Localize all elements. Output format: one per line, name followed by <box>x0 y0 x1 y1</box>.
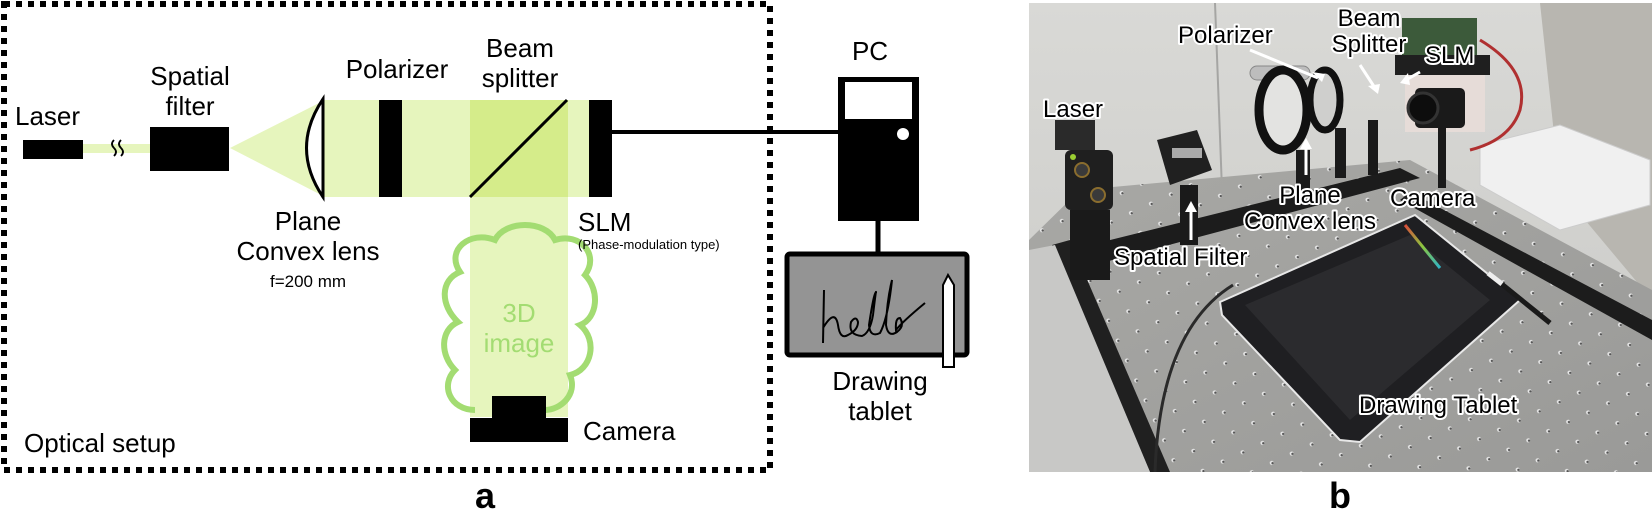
drawing-tablet-photo <box>1218 213 1522 444</box>
spatial-filter-mount <box>1157 130 1212 245</box>
spatial-filter-label-1: Spatial <box>150 61 230 91</box>
optical-rail <box>1090 168 1420 262</box>
optical-setup-frame <box>1 1 773 473</box>
laser-mount <box>1055 120 1113 280</box>
camera-base <box>470 418 568 442</box>
pc-drive-bay <box>845 82 912 119</box>
photo-spatial-filter-label: Spatial Filter <box>1114 244 1247 271</box>
stylus-cap <box>1486 271 1504 286</box>
optical-setup-label: Optical setup <box>24 428 176 458</box>
pc-power-button <box>897 128 909 140</box>
handwriting-hello <box>822 279 926 344</box>
table-edge <box>1052 240 1170 472</box>
ribbon-cables <box>1469 38 1524 152</box>
lens-label-1: Plane <box>275 206 342 236</box>
slm-label: SLM <box>578 207 631 237</box>
photo-polarizer-label: Polarizer <box>1178 22 1273 49</box>
pc-label: PC <box>852 36 888 66</box>
table-left-floor <box>1029 245 1150 472</box>
photo-slm-label: SLM <box>1425 42 1474 69</box>
beam-break-icon <box>111 139 124 157</box>
drawing-tablet-label-2: tablet <box>848 396 912 426</box>
door-edge <box>1214 2 1223 191</box>
lens-label-2: Convex lens <box>236 236 379 266</box>
photo-beam-splitter-label-2: Splitter <box>1332 31 1407 58</box>
laser-beam <box>82 144 152 153</box>
spatial-filter-label-2: filter <box>165 91 214 121</box>
spatial-filter-body <box>150 127 229 171</box>
power-supply-box <box>1479 124 1651 231</box>
diverging-beam <box>230 100 325 197</box>
3d-image-label-1: 3D <box>502 298 535 328</box>
beam-splitter-mirror <box>468 98 569 199</box>
stylus-pen <box>942 272 955 368</box>
lens-polarizer-mount <box>1254 65 1346 205</box>
photo-camera-label: Camera <box>1390 185 1476 212</box>
beam-splitter-label-1: Beam <box>486 33 554 63</box>
annotation-arrows <box>1185 48 1421 240</box>
plano-convex-lens <box>305 94 325 202</box>
right-rail <box>1400 192 1652 340</box>
slm-camera-assembly <box>1368 18 1490 188</box>
panel-a: 3D image Laser Spatial filter Polarizer … <box>1 1 970 516</box>
slm-type-label: (Phase-modulation type) <box>578 237 720 252</box>
3d-image-label-2: image <box>484 328 555 358</box>
tablet-cable <box>1153 283 1234 473</box>
photo-beam-splitter-label-1: Beam <box>1338 5 1401 32</box>
laser-body <box>23 140 83 159</box>
photo-lens-label-2: Convex lens <box>1244 208 1376 235</box>
photo-drawing-tablet-label: Drawing Tablet <box>1359 392 1518 419</box>
panel-b-letter: b <box>1329 475 1351 516</box>
panel-a-letter: a <box>475 475 496 516</box>
slm-body <box>589 100 612 197</box>
photo-lens-label-1: Plane <box>1279 182 1340 209</box>
camera-label: Camera <box>583 416 676 446</box>
polarizer-body <box>379 100 402 197</box>
beam-splitter-label-2: splitter <box>482 63 559 93</box>
drawing-tablet-body <box>784 251 970 358</box>
camera-top <box>492 396 546 420</box>
3d-image-cloud <box>441 222 599 413</box>
drawing-tablet-label-1: Drawing <box>832 366 927 396</box>
panel-b: Laser Polarizer Beam Splitter SLM Plane … <box>1029 2 1652 516</box>
polarizer-label: Polarizer <box>346 54 449 84</box>
laser-label: Laser <box>15 101 80 131</box>
photo-laser-label: Laser <box>1043 96 1103 123</box>
lens-focal-length: f=200 mm <box>270 272 346 291</box>
